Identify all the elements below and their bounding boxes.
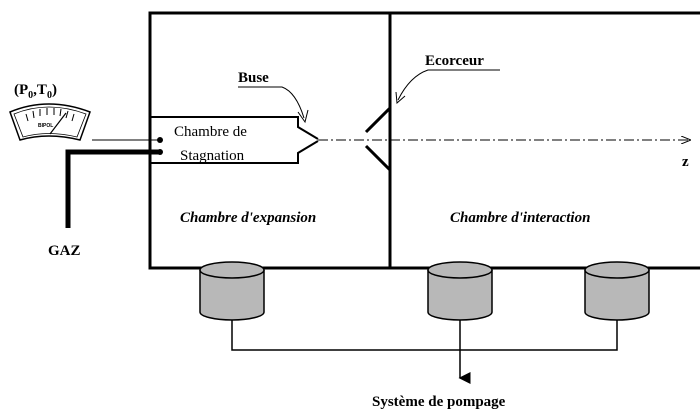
gas-inlet-pipe <box>65 149 160 228</box>
stagnation-label-line2: Stagnation <box>180 148 245 164</box>
skimmer <box>364 13 392 268</box>
pump-3 <box>584 261 650 321</box>
stagnation-chamber <box>150 116 319 164</box>
pumping-manifold <box>231 320 618 351</box>
gauge-connection-dot <box>157 137 163 143</box>
gas-inlet-dot <box>157 149 163 155</box>
p-subscript: 0 <box>28 90 33 101</box>
p-label: (P <box>14 82 28 98</box>
pump-1 <box>199 261 265 321</box>
z-axis-label: z <box>682 154 689 170</box>
nozzle-pointer <box>238 86 305 119</box>
close-paren: ) <box>52 82 57 98</box>
stagnation-label-line1: Chambre de <box>174 124 247 140</box>
pressure-gauge-icon: BIPOL <box>9 103 91 141</box>
gas-label: GAZ <box>48 243 81 259</box>
interaction-chamber <box>390 11 700 270</box>
pump-2 <box>427 261 493 321</box>
skimmer-label: Ecorceur <box>425 53 484 69</box>
skimmer-pointer-head <box>395 91 406 105</box>
expansion-chamber-label: Chambre d'expansion <box>180 210 316 226</box>
skimmer-pointer <box>397 69 500 101</box>
pumping-system-label: Système de pompage <box>372 394 506 410</box>
t-label: ,T <box>33 82 47 98</box>
nozzle-pointer-head <box>297 109 309 124</box>
pressure-temperature-label: (P0,T0) <box>14 82 57 101</box>
t-subscript: 0 <box>47 90 52 101</box>
interaction-chamber-label: Chambre d'interaction <box>450 210 590 226</box>
gauge-brand-label: BIPOL <box>38 123 53 129</box>
nozzle-label: Buse <box>238 70 269 86</box>
